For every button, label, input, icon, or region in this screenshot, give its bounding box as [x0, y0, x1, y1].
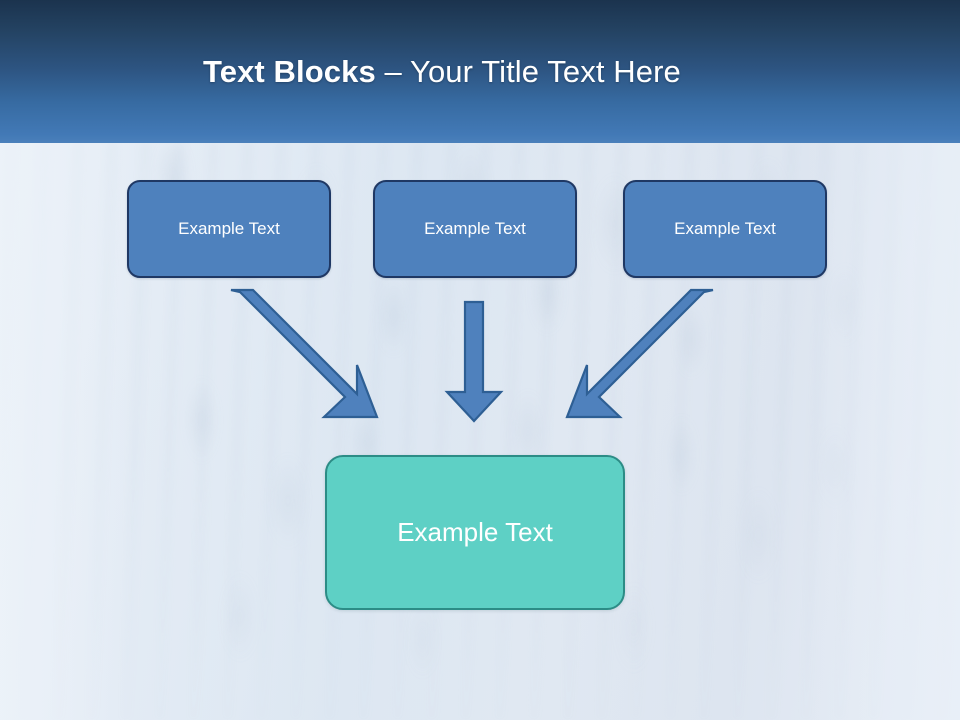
title-banner: Text Blocks – Your Title Text Here [0, 0, 960, 143]
page-title: Text Blocks – Your Title Text Here [203, 52, 681, 92]
text-block-3[interactable]: Example Text [623, 180, 827, 278]
text-block-2[interactable]: Example Text [373, 180, 577, 278]
text-block-1-label: Example Text [178, 219, 280, 238]
text-block-3-label: Example Text [674, 219, 776, 238]
text-block-2-label: Example Text [424, 219, 526, 238]
result-block-label: Example Text [397, 517, 553, 547]
page-title-strong: Text Blocks [203, 54, 376, 89]
page-title-light: – Your Title Text Here [375, 54, 681, 89]
result-block[interactable]: Example Text [325, 455, 625, 610]
text-block-1[interactable]: Example Text [127, 180, 331, 278]
